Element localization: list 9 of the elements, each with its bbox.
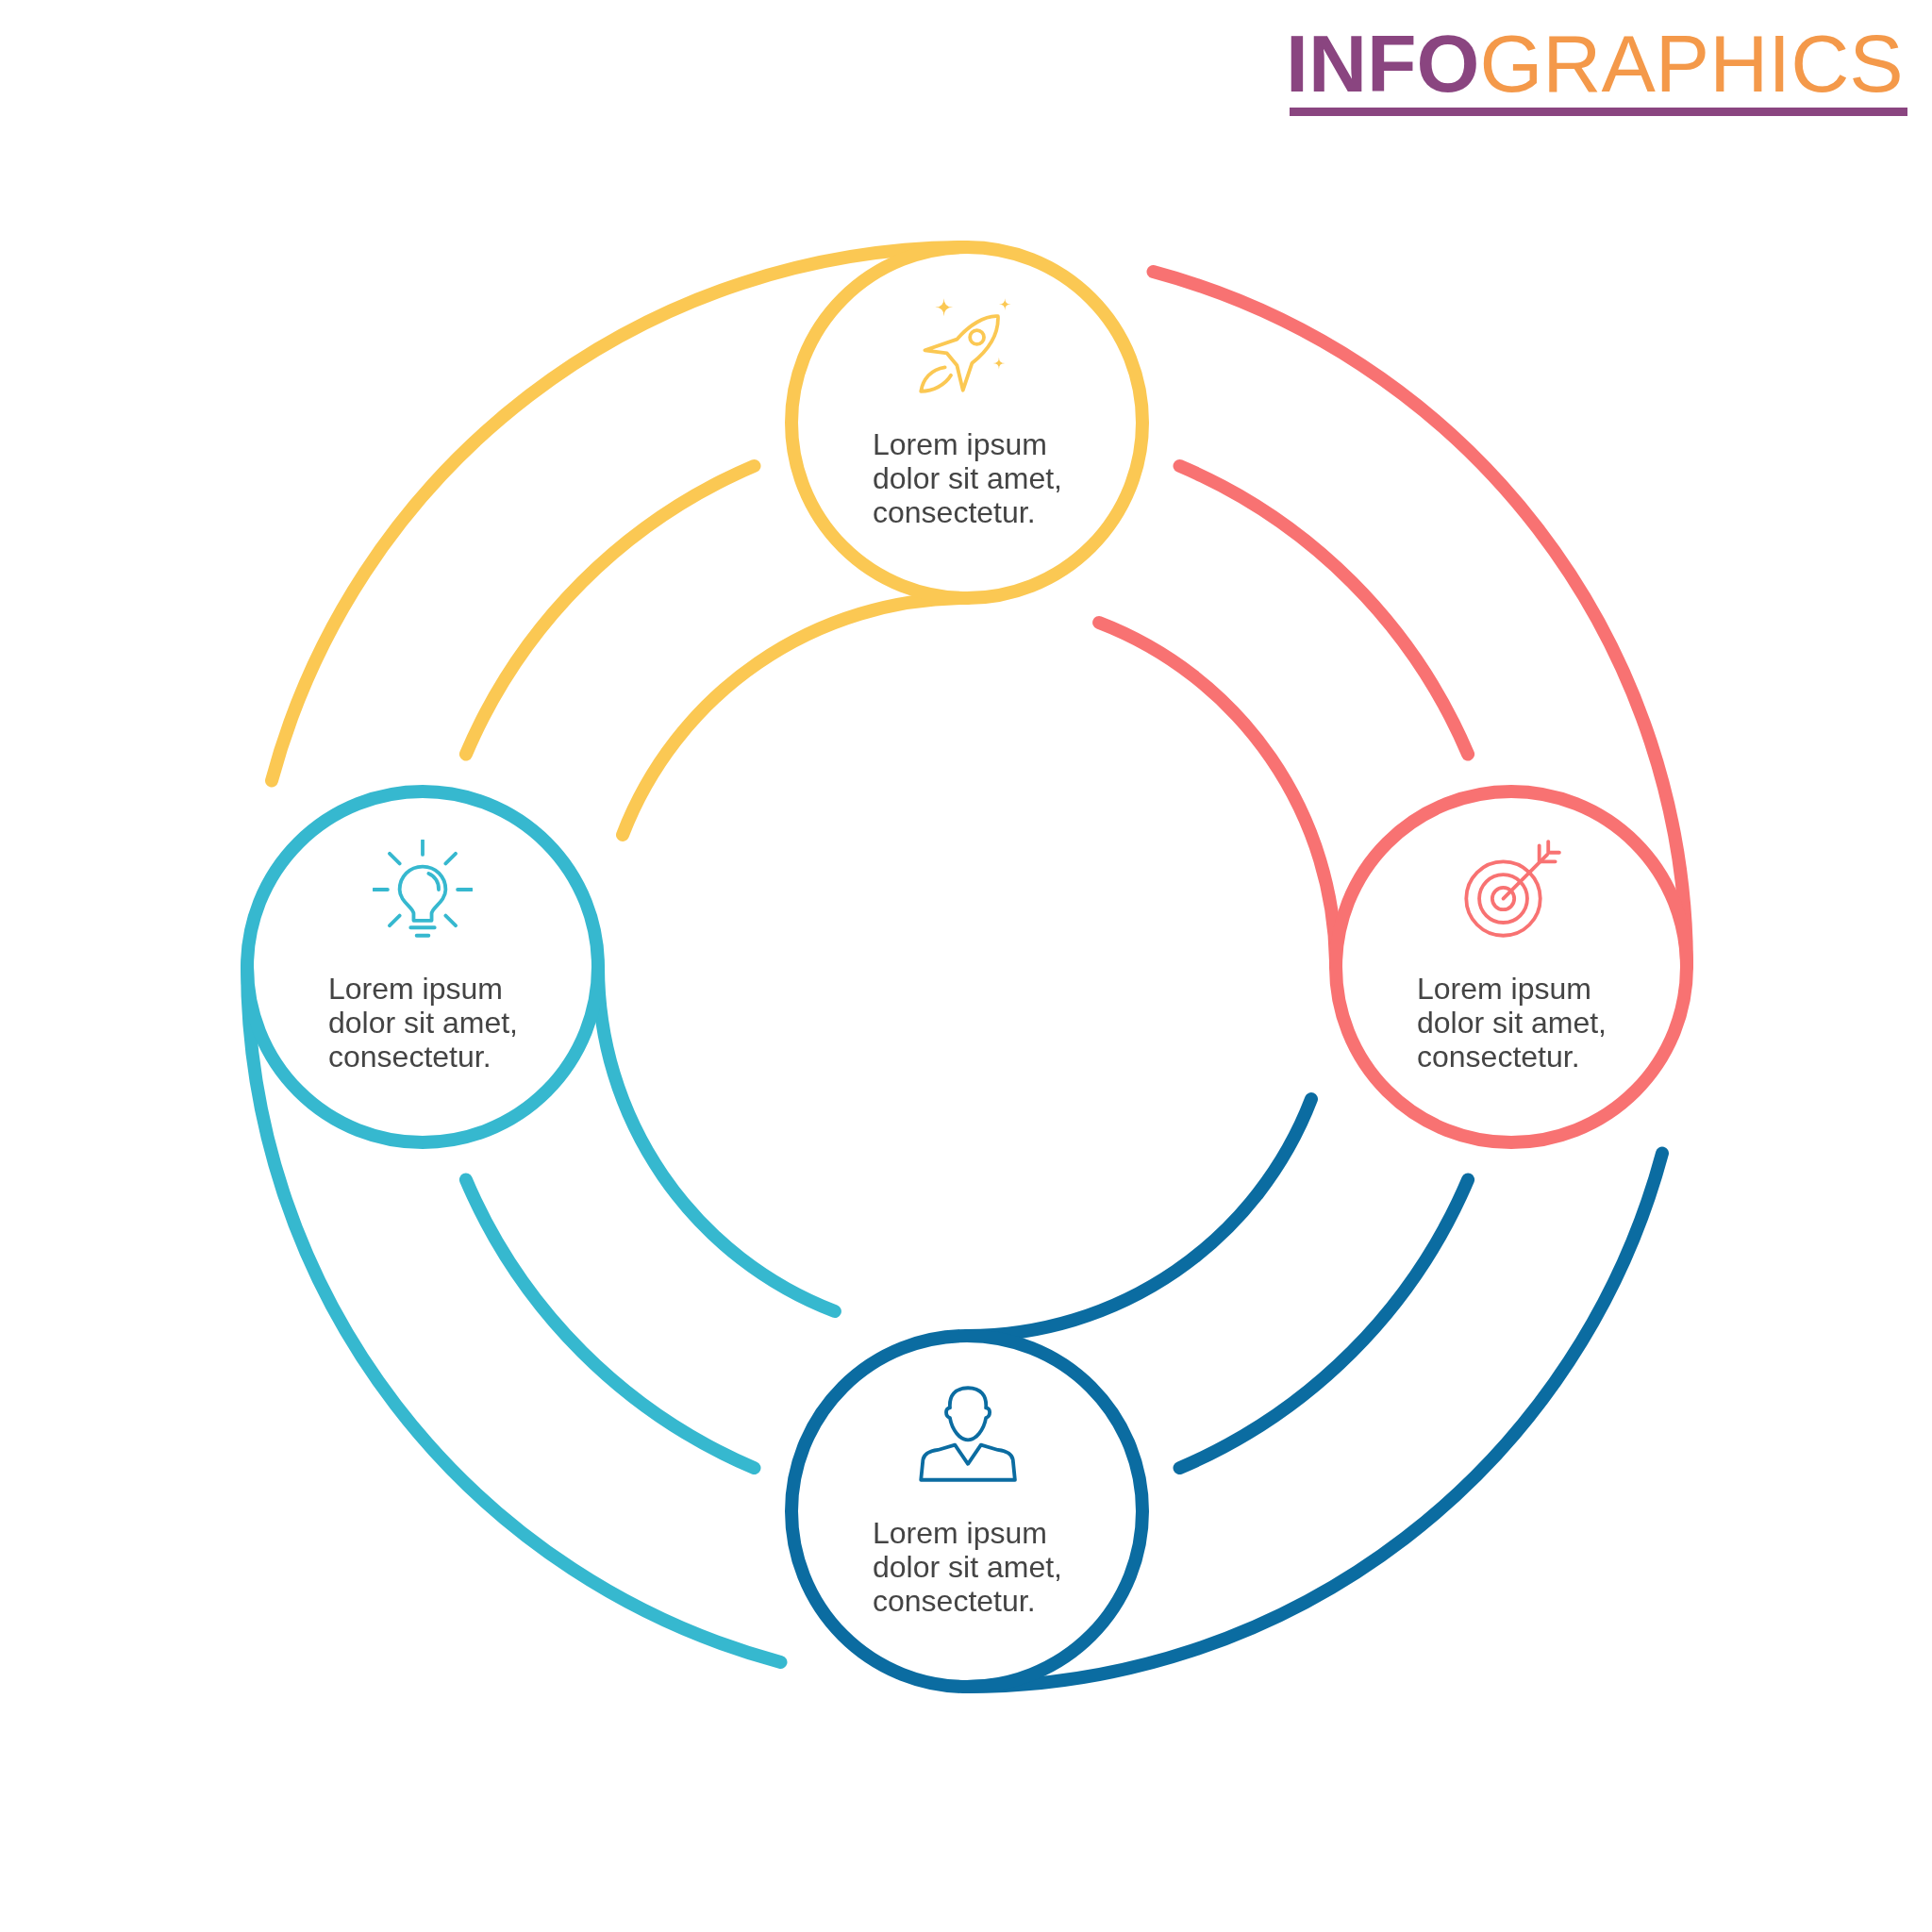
step-text: Lorem ipsum dolor sit amet, consectetur. [873,427,1063,529]
title: INFOGRAPHICS [1286,23,1904,104]
step-text: Lorem ipsum dolor sit amet, consectetur. [328,972,519,1074]
step-circle [785,241,1149,605]
step-text: Lorem ipsum dolor sit amet, consectetur. [1417,972,1607,1074]
step-text: Lorem ipsum dolor sit amet, consectetur. [873,1516,1063,1618]
step-circle [241,785,605,1149]
step-circle [785,1329,1149,1693]
step-circle [1329,785,1693,1149]
